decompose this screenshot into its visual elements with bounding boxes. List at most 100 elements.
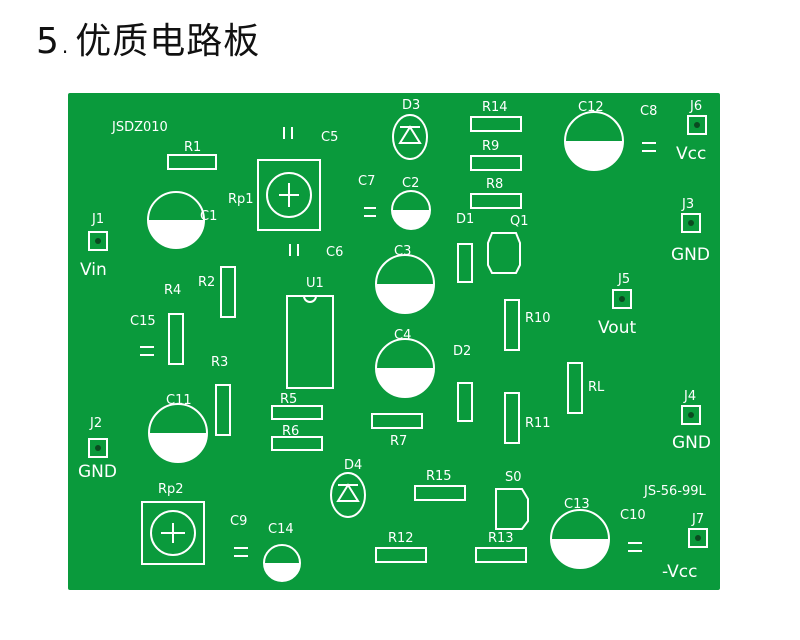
board-code-label: JS-56-99L: [643, 484, 707, 499]
label-r4: R4: [164, 283, 181, 298]
connector-j6: J6 Vcc: [676, 99, 707, 164]
label-d2: D2: [453, 344, 471, 359]
capacitor-c12: C12: [564, 100, 624, 171]
label-c6: C6: [326, 245, 343, 260]
label-r8: R8: [486, 177, 503, 192]
label-c13: C13: [564, 497, 590, 512]
capacitor-c9: C9: [230, 514, 248, 557]
capacitor-c10: C10: [620, 508, 646, 552]
resistor-r13: R13: [475, 531, 527, 563]
connector-j7: J7 -Vcc: [662, 512, 708, 582]
label-d4: D4: [344, 458, 362, 473]
resistor-r10: R10: [504, 299, 551, 351]
page-heading: 5.优质电路板: [36, 12, 260, 64]
label-r9: R9: [482, 139, 499, 154]
label-r7: R7: [390, 434, 407, 449]
heading-title: 优质电路板: [75, 21, 261, 62]
capacitor-c2: C2: [391, 176, 431, 230]
resistor-r7: R7: [371, 413, 423, 449]
potentiometer-rp2: Rp2: [141, 482, 205, 565]
capacitor-c5: C5: [283, 127, 338, 145]
board-id-label: JSDZ010: [111, 120, 168, 135]
resistor-r5: R5: [271, 392, 323, 420]
resistor-rl: RL: [567, 362, 605, 414]
capacitor-c1: C1: [147, 191, 217, 249]
label-r14: R14: [482, 100, 508, 115]
label-c7: C7: [358, 174, 375, 189]
label-r5: R5: [280, 392, 297, 407]
capacitor-c3: C3: [375, 244, 435, 314]
label-r15: R15: [426, 469, 452, 484]
diode-d3: D3: [392, 98, 428, 160]
connector-j1: J1 Vin: [80, 212, 108, 280]
diode-d2: D2: [453, 344, 473, 422]
resistor-r3: R3: [211, 355, 231, 436]
label-neg-vcc: -Vcc: [662, 562, 697, 582]
capacitor-c6: C6: [289, 244, 343, 260]
resistor-r4: R4: [164, 283, 184, 365]
label-j2: J2: [89, 416, 102, 431]
label-r10: R10: [525, 311, 551, 326]
label-rp1: Rp1: [228, 192, 254, 207]
label-j5: J5: [617, 272, 630, 287]
resistor-r14: R14: [470, 100, 522, 132]
label-c2: C2: [402, 176, 419, 191]
capacitor-c4: C4: [375, 328, 435, 398]
resistor-r1: R1: [167, 140, 217, 170]
capacitor-c7: C7: [358, 174, 376, 217]
label-j7: J7: [691, 512, 704, 527]
capacitor-c11: C11: [148, 393, 208, 463]
capacitor-c14: C14: [263, 522, 301, 582]
connector-j5: J5 Vout: [598, 272, 636, 338]
label-c1: C1: [200, 209, 217, 224]
pcb-silkscreen: JSDZ010 JS-56-99L J1 Vin J2 GND J3 GND J…: [78, 98, 711, 582]
connector-j4: J4 GND: [672, 389, 711, 453]
resistor-r12: R12: [375, 531, 427, 563]
ic-u1: U1: [286, 276, 334, 389]
label-r1: R1: [184, 140, 201, 155]
diode-d1: D1: [456, 212, 474, 283]
capacitor-c15: C15: [130, 314, 156, 356]
label-r3: R3: [211, 355, 228, 370]
label-r11: R11: [525, 416, 551, 431]
capacitor-c8: C8: [640, 104, 657, 152]
resistor-r2: R2: [198, 266, 236, 318]
label-r2: R2: [198, 275, 215, 290]
pcb-board: JSDZ010 JS-56-99L J1 Vin J2 GND J3 GND J…: [68, 93, 720, 590]
label-s0: S0: [505, 470, 522, 485]
label-j3: J3: [681, 197, 694, 212]
label-c4: C4: [394, 328, 411, 343]
label-gnd-j4: GND: [672, 433, 711, 453]
connector-j3: J3 GND: [671, 197, 710, 265]
label-c11: C11: [166, 393, 192, 408]
label-u1: U1: [306, 276, 324, 291]
heading-number: 5: [36, 21, 60, 62]
capacitor-c13: C13: [550, 497, 610, 569]
label-j1: J1: [91, 212, 104, 227]
label-r12: R12: [388, 531, 414, 546]
label-vcc: Vcc: [676, 144, 706, 164]
label-vin: Vin: [80, 260, 107, 280]
label-j6: J6: [689, 99, 702, 114]
label-r13: R13: [488, 531, 514, 546]
resistor-r15: R15: [414, 469, 466, 501]
label-j4: J4: [683, 389, 696, 404]
label-rp2: Rp2: [158, 482, 184, 497]
label-c15: C15: [130, 314, 156, 329]
label-c3: C3: [394, 244, 411, 259]
potentiometer-rp1: Rp1: [228, 159, 321, 231]
resistor-r11: R11: [504, 392, 551, 444]
transistor-s0: S0: [495, 470, 529, 530]
label-c14: C14: [268, 522, 294, 537]
resistor-r8: R8: [470, 177, 522, 209]
label-c5: C5: [321, 130, 338, 145]
label-rl: RL: [588, 380, 605, 395]
label-gnd-j2: GND: [78, 462, 117, 482]
label-c9: C9: [230, 514, 247, 529]
label-q1: Q1: [510, 214, 529, 229]
label-gnd-j3: GND: [671, 245, 710, 265]
resistor-r6: R6: [271, 424, 323, 451]
connector-j2: J2 GND: [78, 416, 117, 482]
label-r6: R6: [282, 424, 299, 439]
label-c8: C8: [640, 104, 657, 119]
